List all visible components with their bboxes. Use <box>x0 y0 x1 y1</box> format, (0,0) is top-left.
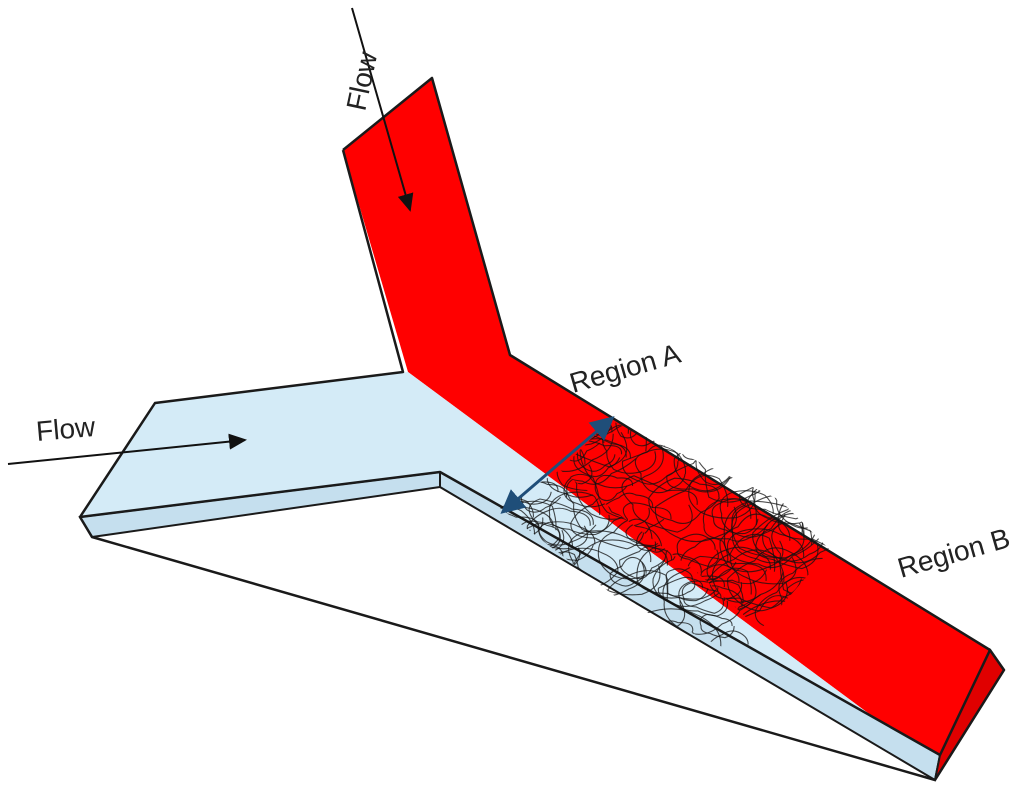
fiber-strand <box>726 528 805 585</box>
fiber-strand <box>705 420 795 458</box>
fiber-strand <box>635 627 664 652</box>
fiber-strand <box>500 552 553 588</box>
fiber-strand <box>622 502 672 537</box>
fiber-strand <box>520 578 615 653</box>
fiber-strand <box>500 542 528 583</box>
fiber-strand <box>683 420 751 452</box>
fiber-strand <box>703 420 757 459</box>
fiber-strand <box>524 579 576 614</box>
fiber-strand <box>770 420 807 441</box>
fiber-strand <box>654 474 738 543</box>
fiber-strand <box>500 554 533 584</box>
fiber-strand <box>657 576 709 602</box>
fiber-strand <box>648 477 721 524</box>
fiber-strand <box>706 546 771 585</box>
fiber-strand <box>772 467 830 529</box>
fiber-strand <box>719 513 791 573</box>
fiber-strand <box>727 547 809 612</box>
fiber-strand <box>568 530 652 597</box>
fiber-strand <box>540 587 601 635</box>
fiber-strand <box>619 546 673 580</box>
fiber-strand <box>500 589 540 641</box>
fiber-strand <box>699 613 735 639</box>
fiber-strand <box>676 533 719 568</box>
fiber-strand <box>780 426 830 481</box>
fiber-strand <box>637 420 685 432</box>
channel-inner-edge <box>79 470 992 757</box>
fiber-strand <box>510 595 576 640</box>
flow-top-arrow-line <box>351 7 414 212</box>
flow-top-label: Flow <box>341 48 384 113</box>
region-b-label: Region B <box>894 522 1013 584</box>
fiber-strand <box>503 594 546 623</box>
fiber-strand <box>560 626 629 655</box>
fiber-strand <box>560 574 580 597</box>
fiber-strand <box>578 603 652 655</box>
fiber-strand <box>711 498 759 535</box>
channel-outline <box>78 76 1006 782</box>
fiber-strand <box>721 420 778 449</box>
flow-left-arrow-line <box>7 433 247 465</box>
blue-stream <box>80 372 940 755</box>
region-a-width-arrow <box>500 416 615 514</box>
fiber-strand <box>500 602 575 655</box>
fiber-strand <box>777 489 830 557</box>
fiber-strand <box>681 435 725 464</box>
fiber-strand <box>575 600 651 655</box>
fiber-strand <box>719 490 786 538</box>
region-a-label: Region A <box>566 338 684 399</box>
fiber-strand <box>752 494 830 564</box>
fiber-strand <box>702 498 768 542</box>
fiber-strand <box>711 533 784 603</box>
fiber-strand <box>605 602 640 622</box>
flow-left-label: Flow <box>35 411 97 447</box>
fiber-strand <box>634 448 687 494</box>
fiber-strand <box>786 443 830 494</box>
red-stream <box>343 78 990 755</box>
